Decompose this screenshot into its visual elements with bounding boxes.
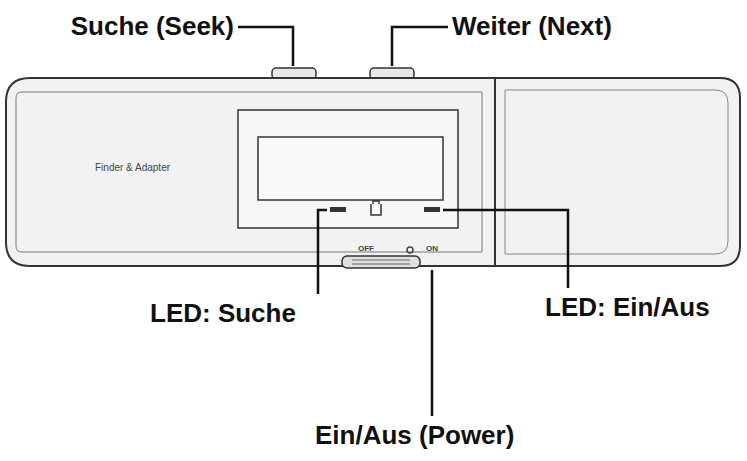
display-frame — [238, 110, 458, 228]
callout-label: LED: Suche — [150, 300, 296, 326]
led-power — [424, 207, 440, 212]
display-screen — [258, 137, 443, 200]
device-cap — [495, 78, 740, 266]
callout-label: Ein/Aus (Power) — [315, 422, 514, 448]
switch-label: ON — [426, 245, 438, 253]
device-label: Finder & Adapter — [95, 163, 170, 173]
callout-label: LED: Ein/Aus — [545, 294, 710, 320]
body-inset — [16, 92, 482, 252]
device-body — [6, 78, 495, 266]
switch-label: OFF — [358, 245, 374, 253]
callout-label: Weiter (Next) — [452, 13, 612, 39]
cap-inset — [505, 90, 728, 254]
led-seek — [330, 207, 346, 212]
lock-icon — [371, 201, 381, 215]
leader-lines — [238, 27, 568, 416]
callout-label: Suche (Seek) — [71, 13, 234, 39]
power-switch — [342, 256, 420, 268]
